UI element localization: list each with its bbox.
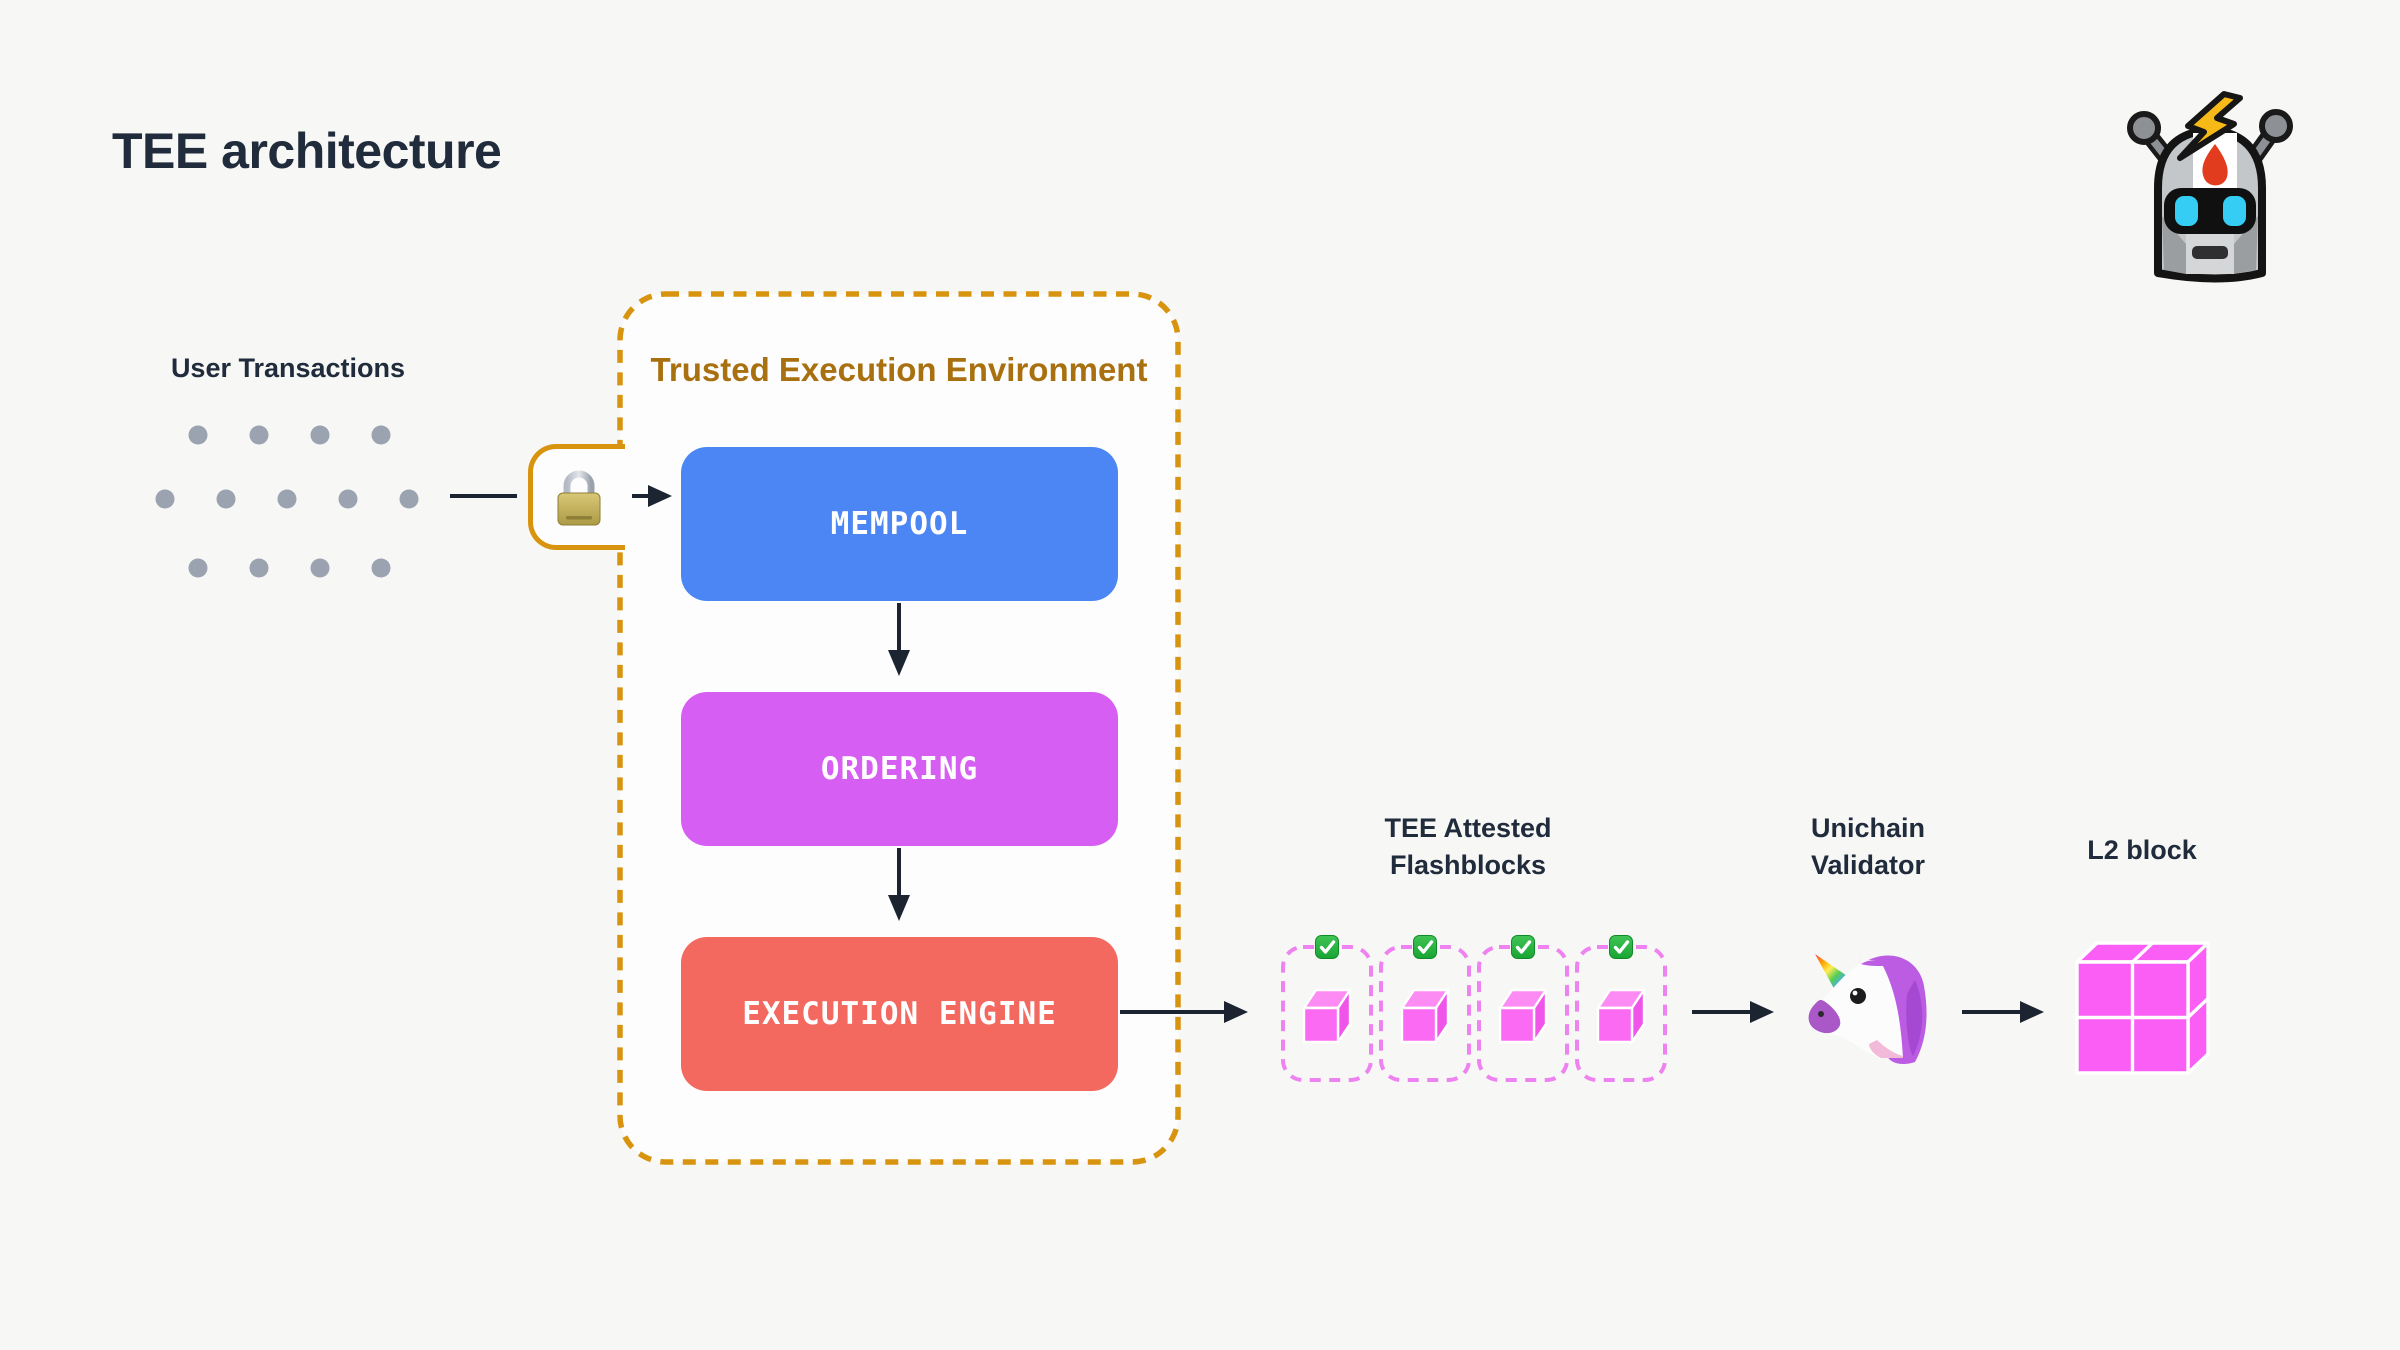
execution-engine-label: EXECUTION ENGINE [742,996,1057,1032]
flashblocks-label-line1: TEE Attested [1384,813,1552,843]
user-transactions-dots [155,425,419,578]
mempool-label: MEMPOOL [830,506,969,542]
validator-label-line2: Validator [1810,850,1926,880]
l2-block-icon [2075,941,2210,1075]
pink-cube-icon [1596,988,1646,1044]
flashblock-item [1379,933,1471,1082]
pink-cube-icon [1400,988,1450,1044]
connector-execution-to-flashblocks [1120,1001,1248,1023]
connector-mempool-to-ordering [888,603,910,676]
connector-lock-to-mempool [632,485,672,507]
flashblock-item [1477,933,1569,1082]
connector-flashblocks-to-validator [1692,1001,1774,1023]
check-icon [1411,933,1439,961]
ordering-label: ORDERING [820,751,979,787]
lock-icon [557,470,601,526]
tee-label: Trusted Execution Environment [650,351,1148,388]
connector-ordering-to-execution [888,848,910,921]
flashblock-item [1575,933,1667,1082]
pink-cube-icon [1498,988,1548,1044]
execution-engine-box: EXECUTION ENGINE [681,937,1118,1091]
check-icon [1509,933,1537,961]
robot-logo-icon [2127,91,2293,283]
pink-cube-icon [1302,988,1352,1044]
mempool-box: MEMPOOL [681,447,1118,601]
check-icon [1607,933,1635,961]
flashblocks-label-line2: Flashblocks [1389,850,1547,880]
unicorn-icon [1808,954,1927,1064]
flashblock-item [1281,933,1373,1082]
ordering-box: ORDERING [681,692,1118,846]
connector-validator-to-l2block [1962,1001,2044,1023]
validator-label: Unichain Validator [1718,810,2018,884]
encrypted-ingress-box [528,444,625,550]
check-icon [1313,933,1341,961]
page-title: TEE architecture [112,123,502,179]
flashblocks-label: TEE Attested Flashblocks [1318,810,1618,884]
user-transactions-label: User Transactions [170,353,406,383]
l2-block-label: L2 block [2087,835,2197,865]
validator-label-line1: Unichain [1810,813,1925,843]
